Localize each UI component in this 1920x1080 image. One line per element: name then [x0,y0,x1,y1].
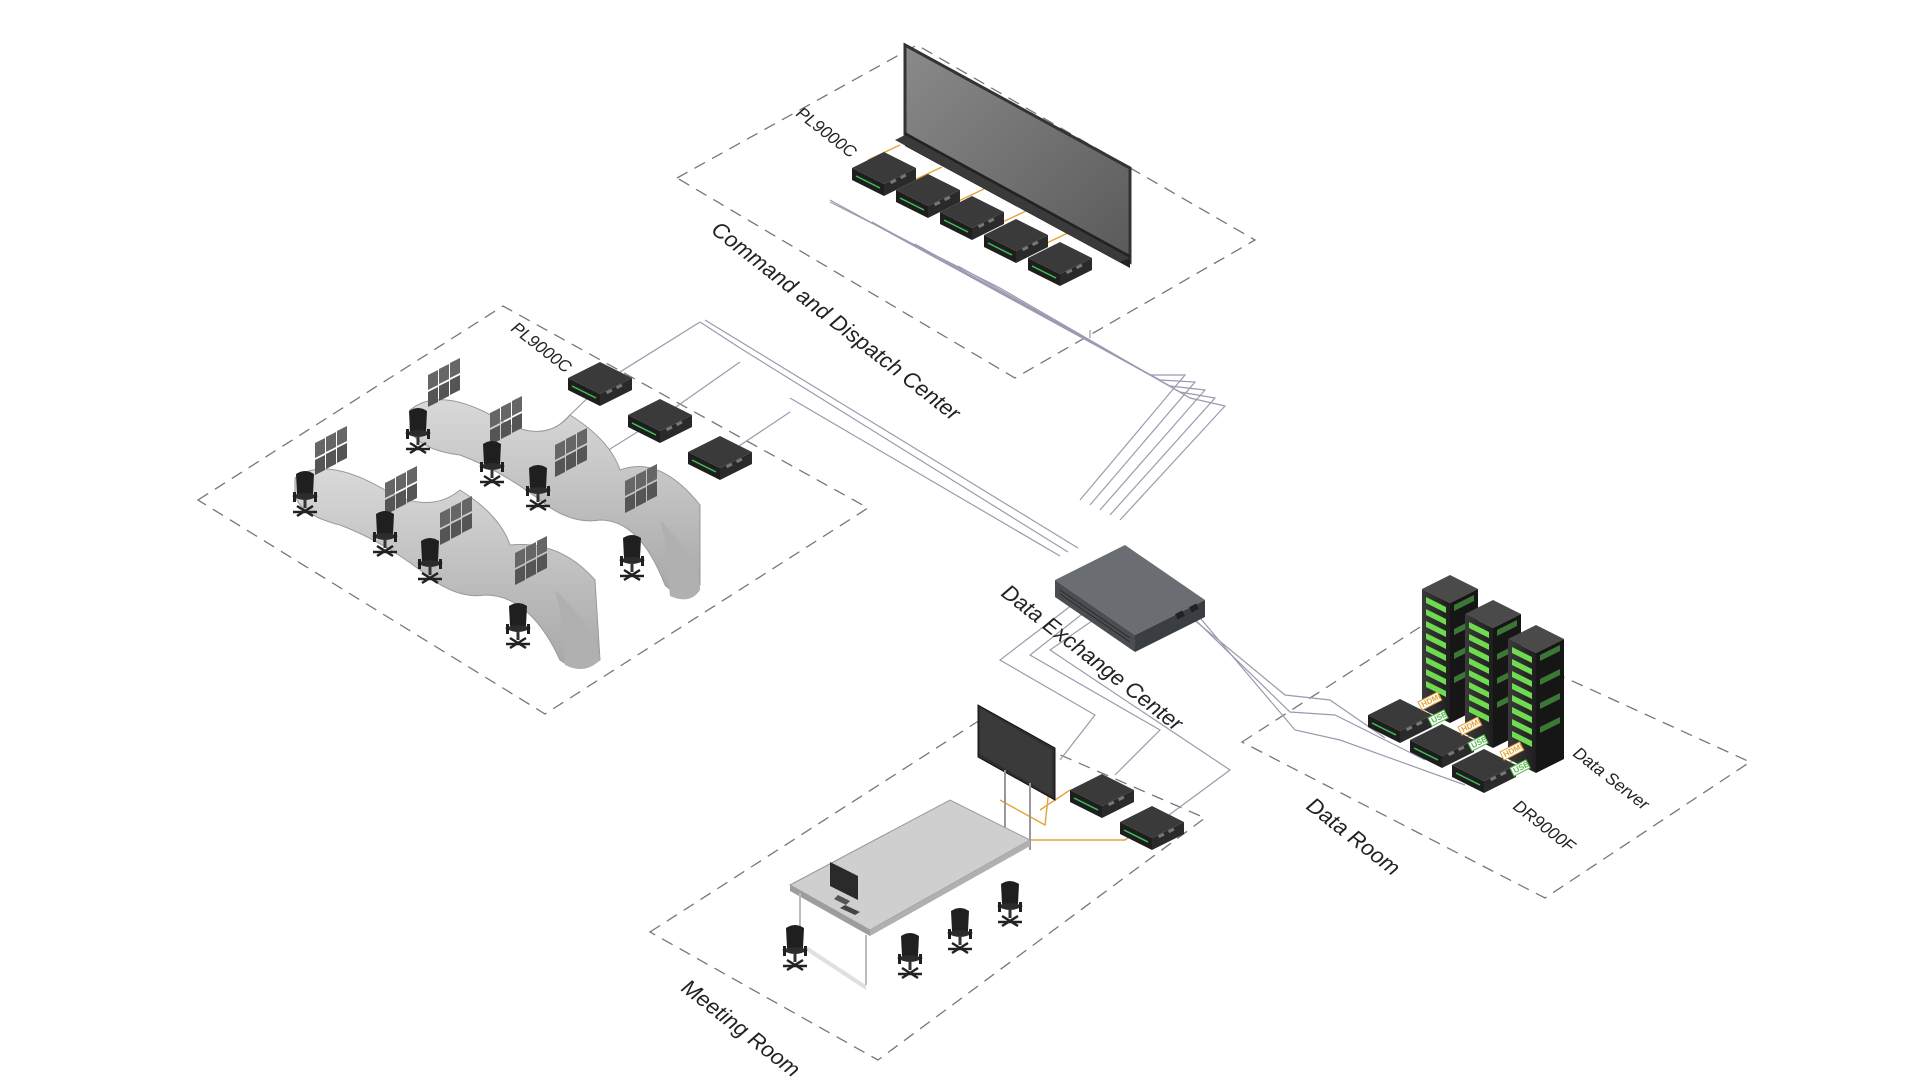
meeting-zone-border [648,719,1207,1061]
workstation-monitor [830,862,860,915]
dataroom-device-label: DR9000F [1510,796,1580,857]
command-device-label: PL9000C [793,103,861,162]
video-wall [895,42,1132,268]
meeting-zone-title: Meeting Room [677,974,805,1080]
command-center: PL9000C Command and Dispatch Center [707,42,1132,427]
network-switch [1055,545,1205,652]
pl9000c-device [1069,773,1135,819]
chair [895,931,925,980]
meeting-table [788,799,1032,990]
pl9000c-device [567,361,633,407]
pl9000c-device [1119,805,1185,851]
monitor-cluster [315,426,347,475]
command-zone-title: Command and Dispatch Center [707,216,967,426]
data-server-label: Data Server [1570,743,1654,815]
dataroom-zone-title: Data Room [1302,792,1405,880]
zone-borders [196,44,1752,1061]
console-desk [409,399,701,600]
command-zone-border [675,44,1257,379]
control-zone-border [196,305,870,715]
control-room: PL9000C [290,318,753,669]
pl9000c-device [687,435,753,481]
exchange-center: Data Exchange Center [997,545,1205,737]
meeting-room: Meeting Room [677,704,1185,1080]
chair [995,879,1025,928]
chair [780,923,810,972]
data-room: HDMI USB HDMI USB HDMI USB D [1302,575,1654,880]
chair [945,906,975,955]
meeting-display [977,704,1056,850]
